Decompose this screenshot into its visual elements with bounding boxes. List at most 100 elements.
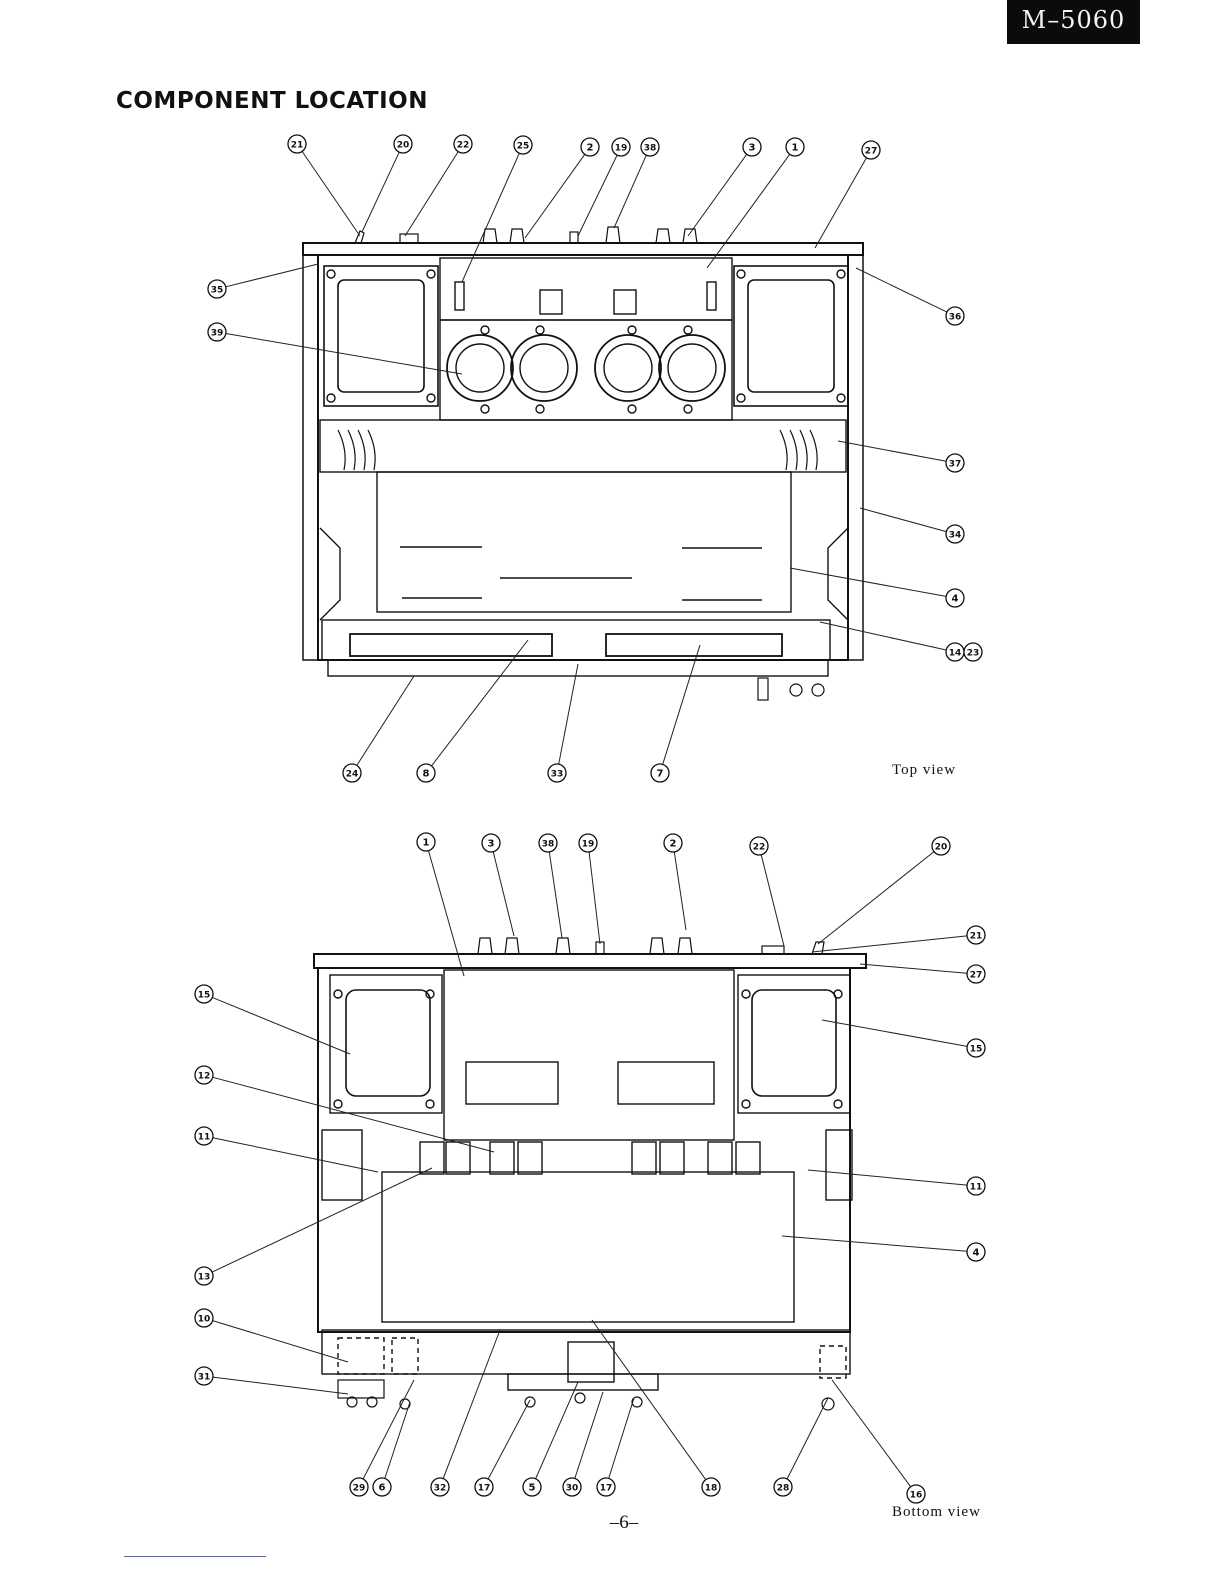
callout-number: 27 bbox=[865, 147, 878, 157]
top_view-callout-22: 22 bbox=[454, 135, 472, 153]
bottom_view-leader-line bbox=[213, 1377, 348, 1394]
bottom_view-leader-line bbox=[860, 964, 967, 973]
bottom_view-callout-16: 16 bbox=[907, 1485, 925, 1503]
top_view-leader-line bbox=[357, 676, 414, 765]
bottom_view-callout-20: 20 bbox=[932, 837, 950, 855]
callout-number: 22 bbox=[753, 843, 766, 853]
top_view-callout-36: 36 bbox=[946, 307, 964, 325]
top_view-callout-2: 2 bbox=[581, 138, 599, 156]
callout-number: 35 bbox=[211, 286, 224, 296]
callout-number: 33 bbox=[551, 770, 564, 780]
bottom-view-label: Bottom view bbox=[892, 1504, 981, 1521]
bottom_view-callout-2: 2 bbox=[664, 834, 682, 852]
top_view-callout-23: 23 bbox=[964, 643, 982, 661]
top_view-leader-line bbox=[790, 568, 946, 596]
bottom_view-callout-11: 11 bbox=[195, 1127, 213, 1145]
callout-number: 22 bbox=[457, 141, 470, 151]
bottom_view-callout-15: 15 bbox=[195, 985, 213, 1003]
callout-number: 21 bbox=[291, 141, 304, 151]
callout-number: 25 bbox=[517, 142, 530, 152]
callout-number: 11 bbox=[198, 1133, 211, 1143]
bottom_view-leader-line bbox=[488, 1400, 530, 1479]
callout-number: 31 bbox=[198, 1373, 211, 1383]
callout-number: 2 bbox=[670, 839, 677, 850]
bottom-view-chassis bbox=[314, 938, 866, 1410]
top_view-leader-line bbox=[525, 154, 585, 238]
bottom_view-leader-line bbox=[808, 1170, 967, 1185]
bottom_view-callout-12: 12 bbox=[195, 1066, 213, 1084]
top_view-leader-line bbox=[663, 645, 700, 764]
top_view-leader-line bbox=[860, 508, 946, 532]
top_view-callout-34: 34 bbox=[946, 525, 964, 543]
callout-number: 15 bbox=[970, 1045, 983, 1055]
bottom_view-callout-38: 38 bbox=[539, 834, 557, 852]
callout-number: 24 bbox=[346, 770, 359, 780]
bottom_view-leader-line bbox=[213, 1321, 348, 1362]
bottom_view-callout-5: 5 bbox=[523, 1478, 541, 1496]
callout-number: 19 bbox=[615, 144, 628, 154]
callout-number: 23 bbox=[967, 649, 980, 659]
bottom_view-callout-17: 17 bbox=[475, 1478, 493, 1496]
callout-number: 38 bbox=[542, 840, 555, 850]
top_view-callout-19: 19 bbox=[612, 138, 630, 156]
bottom_view-leader-line bbox=[213, 1138, 378, 1172]
top_view-callout-33: 33 bbox=[548, 764, 566, 782]
bottom_view-callout-11: 11 bbox=[967, 1177, 985, 1195]
top_view-leader-line bbox=[815, 158, 867, 248]
bottom_view-callout-30: 30 bbox=[563, 1478, 581, 1496]
callout-number: 10 bbox=[198, 1315, 211, 1325]
bottom_view-callout-18: 18 bbox=[702, 1478, 720, 1496]
top_view-callout-39: 39 bbox=[208, 323, 226, 341]
bottom_view-leader-line bbox=[493, 852, 514, 936]
callout-number: 38 bbox=[644, 144, 657, 154]
top_view-leader-line bbox=[578, 155, 617, 236]
top_view-callout-35: 35 bbox=[208, 280, 226, 298]
top-view-chassis bbox=[303, 227, 863, 700]
bottom_view-leader-line bbox=[782, 1236, 967, 1251]
bottom_view-leader-line bbox=[385, 1402, 410, 1479]
top_view-callout-37: 37 bbox=[946, 454, 964, 472]
top_view-callout-8: 8 bbox=[417, 764, 435, 782]
bottom_view-leader-line bbox=[761, 855, 784, 946]
callout-number: 29 bbox=[353, 1484, 366, 1494]
bottom_view-callout-32: 32 bbox=[431, 1478, 449, 1496]
callout-number: 36 bbox=[949, 313, 962, 323]
callout-number: 2 bbox=[587, 143, 594, 154]
bottom_view-callout-28: 28 bbox=[774, 1478, 792, 1496]
callout-number: 11 bbox=[970, 1183, 983, 1193]
callout-number: 17 bbox=[600, 1484, 613, 1494]
callout-number: 21 bbox=[970, 932, 983, 942]
bottom_view-callout-22: 22 bbox=[750, 837, 768, 855]
top_view-leader-line bbox=[432, 640, 529, 766]
callout-number: 39 bbox=[211, 329, 224, 339]
callout-number: 13 bbox=[198, 1273, 211, 1283]
top_view-leader-line bbox=[838, 441, 946, 461]
top_view-callout-25: 25 bbox=[514, 136, 532, 154]
top_view-callout-20: 20 bbox=[394, 135, 412, 153]
callout-number: 12 bbox=[198, 1072, 211, 1082]
callout-number: 27 bbox=[970, 971, 983, 981]
bottom_view-leader-line bbox=[443, 1330, 500, 1479]
callout-number: 20 bbox=[397, 141, 410, 151]
callout-number: 16 bbox=[910, 1491, 923, 1501]
top_view-leader-line bbox=[226, 334, 462, 375]
top_view-leader-line bbox=[559, 664, 578, 764]
top_view-callout-4: 4 bbox=[946, 589, 964, 607]
callout-number: 7 bbox=[657, 769, 664, 780]
bottom_view-leader-line bbox=[429, 851, 465, 976]
callout-number: 30 bbox=[566, 1484, 579, 1494]
bottom_view-callout-6: 6 bbox=[373, 1478, 391, 1496]
bottom_view-callout-21: 21 bbox=[967, 926, 985, 944]
top_view-callout-1: 1 bbox=[786, 138, 804, 156]
bottom_view-callout-27: 27 bbox=[967, 965, 985, 983]
callout-number: 17 bbox=[478, 1484, 491, 1494]
callout-number: 1 bbox=[792, 143, 799, 154]
bottom_view-leader-line bbox=[575, 1392, 603, 1478]
callout-number: 4 bbox=[973, 1248, 980, 1259]
top_view-leader-line bbox=[688, 154, 747, 236]
top_view-leader-line bbox=[462, 153, 519, 282]
callout-number: 34 bbox=[949, 531, 962, 541]
top_view-leader-line bbox=[614, 155, 646, 228]
callout-number: 15 bbox=[198, 991, 211, 1001]
